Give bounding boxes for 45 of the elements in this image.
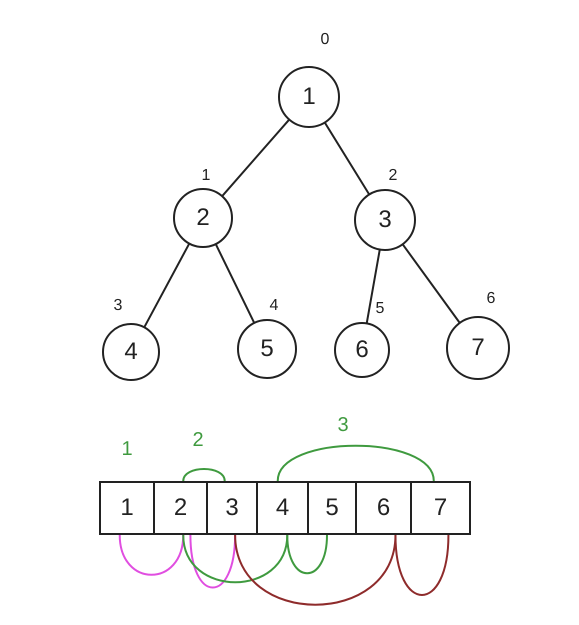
index-label: 4 xyxy=(270,298,278,314)
node-value: 4 xyxy=(124,340,138,364)
branch-line xyxy=(222,119,290,196)
cell-value: 2 xyxy=(174,496,188,520)
curved-connector xyxy=(118,534,184,576)
index-label: 5 xyxy=(376,301,384,317)
array-cell xyxy=(410,481,471,535)
cell-value: 4 xyxy=(276,496,290,520)
curved-connector xyxy=(394,534,450,596)
index-label: 1 xyxy=(202,168,210,184)
curved-connector xyxy=(182,534,288,584)
curved-connector xyxy=(276,444,435,482)
index-label: 6 xyxy=(486,291,496,307)
level-number: 3 xyxy=(337,415,349,435)
array-cell xyxy=(355,481,412,535)
node-value: 6 xyxy=(355,338,369,362)
array-cell xyxy=(206,481,258,535)
array-cell xyxy=(307,481,357,535)
cell-value: 1 xyxy=(120,496,134,520)
curved-connector xyxy=(182,468,226,482)
branch-line xyxy=(402,244,460,324)
cell-value: 6 xyxy=(376,496,390,520)
index-label: 2 xyxy=(388,168,398,184)
node-value: 7 xyxy=(471,336,485,360)
cell-value: 3 xyxy=(225,496,239,520)
index-label: 3 xyxy=(114,298,122,314)
array-cell xyxy=(256,481,309,535)
array-cell xyxy=(153,481,208,535)
curved-connector xyxy=(234,534,396,606)
curved-connector xyxy=(189,534,236,588)
level-number: 2 xyxy=(192,430,204,450)
node-value: 2 xyxy=(196,206,210,230)
node-value: 1 xyxy=(302,85,316,109)
branch-line xyxy=(144,243,190,328)
branch-line xyxy=(324,122,370,195)
node-value: 5 xyxy=(260,337,274,361)
index-label: 0 xyxy=(320,32,330,48)
node-value: 3 xyxy=(378,208,392,232)
branch-line xyxy=(366,250,381,324)
curved-connector xyxy=(286,534,328,574)
branch-line xyxy=(215,244,255,324)
level-number: 1 xyxy=(121,439,133,459)
cell-value: 5 xyxy=(325,496,339,520)
array-cell xyxy=(99,481,155,535)
cell-value: 7 xyxy=(434,496,448,520)
